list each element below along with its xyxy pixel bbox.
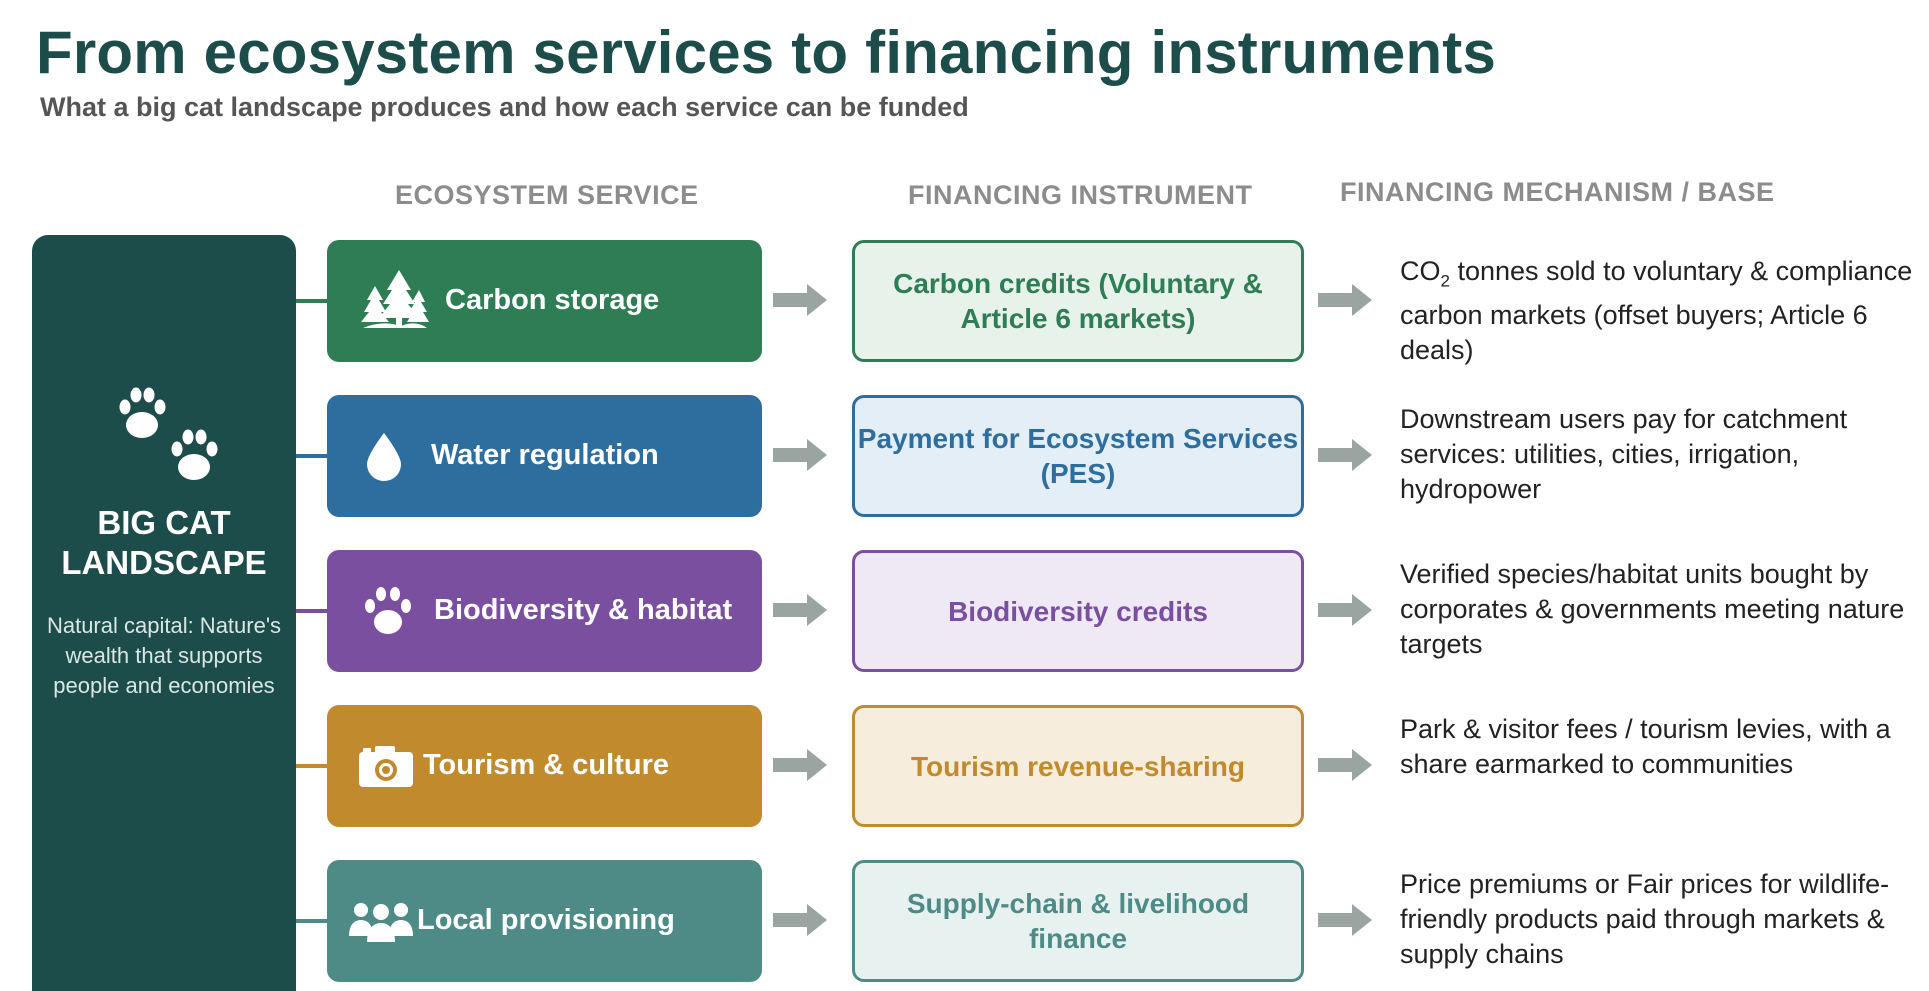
service-label: Biodiversity & habitat xyxy=(434,594,733,626)
connector-line xyxy=(296,454,328,458)
instrument-label: Payment for Ecosystem Services (PES) xyxy=(857,423,1299,489)
people-icon xyxy=(349,900,413,942)
service-label: Carbon storage xyxy=(445,284,660,316)
instrument-label: Biodiversity credits xyxy=(948,595,1208,627)
instrument-card-tourism-revenue: Tourism revenue-sharing xyxy=(852,705,1304,827)
connector-line xyxy=(296,299,328,303)
arrow-icon xyxy=(773,594,827,626)
big-cat-landscape-panel: BIG CAT LANDSCAPE Natural capital: Natur… xyxy=(32,235,296,991)
instrument-card-biodiversity-credits: Biodiversity credits xyxy=(852,550,1304,672)
service-card-carbon-storage: Carbon storage xyxy=(327,240,762,362)
instrument-label: Supply-chain & livelihood finance xyxy=(906,888,1250,954)
landscape-description: Natural capital: Nature's wealth that su… xyxy=(46,613,282,698)
mechanism-text: Verified species/habitat units bought by… xyxy=(1400,559,1905,659)
arrow-icon xyxy=(773,904,827,936)
column-header-instrument: FINANCING INSTRUMENT xyxy=(908,180,1253,210)
service-card-biodiversity: Biodiversity & habitat xyxy=(327,550,762,672)
water-drop-icon xyxy=(367,433,401,481)
instrument-label: Carbon credits (Voluntary & Article 6 ma… xyxy=(893,268,1263,334)
instrument-card-supply-chain: Supply-chain & livelihood finance xyxy=(852,860,1304,982)
landscape-title-line1: BIG CAT xyxy=(97,504,231,541)
arrow-icon xyxy=(1318,439,1372,471)
service-card-water-regulation: Water regulation xyxy=(327,395,762,517)
page-subtitle: What a big cat landscape produces and ho… xyxy=(40,92,969,122)
landscape-title-line2: LANDSCAPE xyxy=(61,544,267,581)
arrow-icon xyxy=(1318,904,1372,936)
instrument-card-carbon-credits: Carbon credits (Voluntary & Article 6 ma… xyxy=(852,240,1304,362)
landscape-title: BIG CAT LANDSCAPE xyxy=(32,503,296,583)
service-card-local-provisioning: Local provisioning xyxy=(327,860,762,982)
arrow-icon xyxy=(1318,594,1372,626)
paw-prints-icon xyxy=(119,387,218,480)
column-header-service: ECOSYSTEM SERVICE xyxy=(395,180,699,210)
connector-line xyxy=(296,609,328,613)
mechanism-label: tonnes sold to voluntary & compliance ca… xyxy=(1400,256,1913,366)
co2-subscript: 2 xyxy=(1440,271,1450,291)
mechanism-text: Downstream users pay for catchment servi… xyxy=(1400,404,1848,504)
camera-icon xyxy=(359,745,413,787)
trees-icon xyxy=(361,268,429,330)
service-label: Local provisioning xyxy=(417,904,675,936)
page-title: From ecosystem services to financing ins… xyxy=(36,19,1497,86)
column-header-mechanism: FINANCING MECHANISM / BASE xyxy=(1340,177,1775,207)
mechanism-text: CO2 tonnes sold to voluntary & complianc… xyxy=(1400,254,1920,368)
service-label: Tourism & culture xyxy=(423,749,669,781)
arrow-icon xyxy=(773,749,827,781)
mechanism-text: Park & visitor fees / tourism levies, wi… xyxy=(1400,714,1891,779)
co2-label: CO xyxy=(1400,256,1441,286)
instrument-card-pes: Payment for Ecosystem Services (PES) xyxy=(852,395,1304,517)
service-card-tourism: Tourism & culture xyxy=(327,705,762,827)
service-label: Water regulation xyxy=(431,439,659,471)
connector-line xyxy=(296,764,328,768)
arrow-icon xyxy=(1318,749,1372,781)
connector-line xyxy=(296,919,328,923)
arrow-icon xyxy=(773,284,827,316)
arrow-icon xyxy=(1318,284,1372,316)
mechanism-text: Price premiums or Fair prices for wildli… xyxy=(1400,869,1890,969)
paw-icon xyxy=(363,586,413,636)
arrow-icon xyxy=(773,439,827,471)
instrument-label: Tourism revenue-sharing xyxy=(910,750,1245,782)
